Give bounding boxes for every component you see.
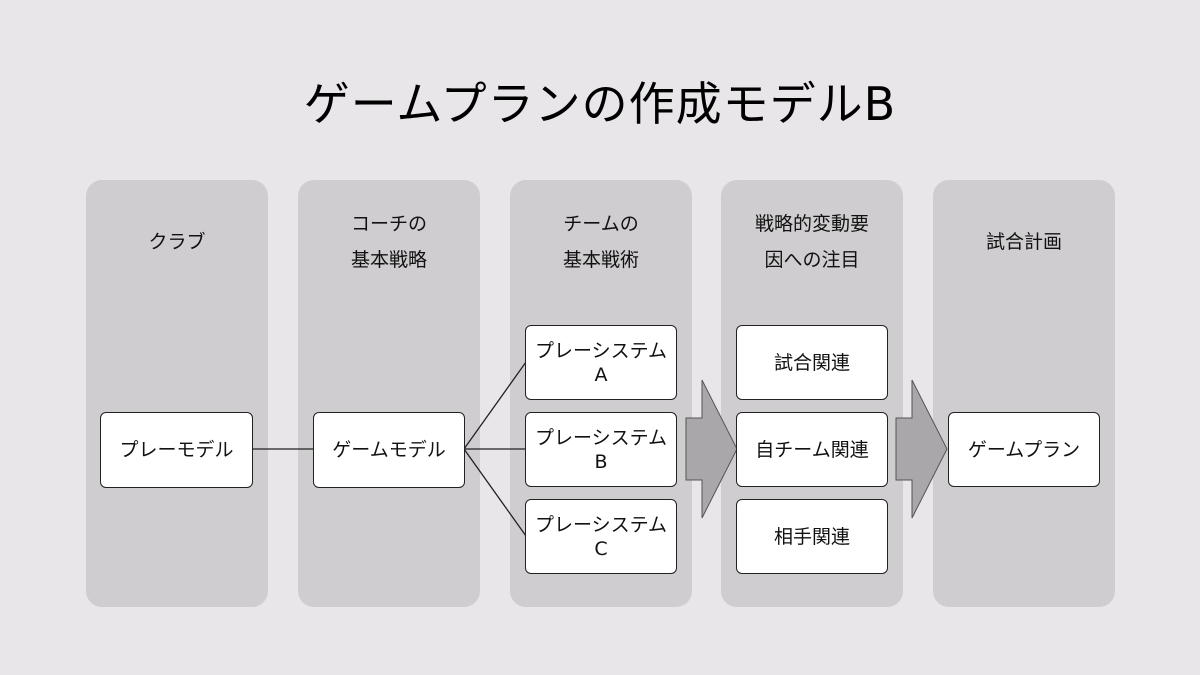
box-play-system-c: プレーシステム C (525, 499, 677, 574)
column-match-plan: 試合計画 (933, 180, 1115, 607)
page-title: ゲームプランの作成モデルB (303, 77, 897, 131)
box-own-team-related: 自チーム関連 (736, 412, 888, 487)
column-header-club: クラブ (148, 231, 206, 253)
column-club: クラブ (86, 180, 268, 607)
box-match-related: 試合関連 (736, 325, 888, 400)
box-game-plan: ゲームプラン (948, 412, 1100, 487)
column-header-strategic-factors: 戦略的変動要 因への注目 (754, 213, 869, 271)
box-play-system-a: プレーシステム A (525, 325, 677, 400)
box-opponent-related: 相手関連 (736, 499, 888, 574)
column-header-match-plan: 試合計画 (985, 231, 1062, 253)
box-play-model: プレーモデル (100, 412, 253, 488)
column-coach-strategy: コーチの 基本戦略 (298, 180, 480, 607)
column-header-coach-strategy: コーチの 基本戦略 (350, 213, 427, 271)
box-play-system-b: プレーシステム B (525, 412, 677, 487)
box-game-model: ゲームモデル (313, 412, 465, 488)
column-header-team-tactics: チームの 基本戦術 (562, 213, 639, 271)
